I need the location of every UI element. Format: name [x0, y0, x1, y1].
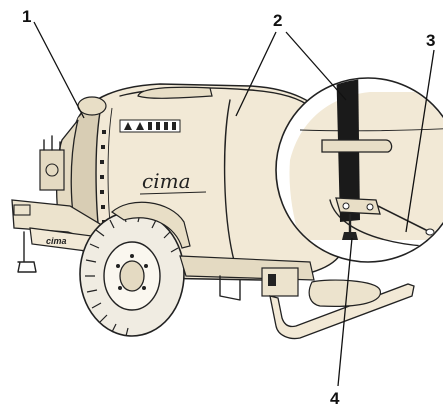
callout-4: 4 — [330, 389, 340, 408]
strap-rod — [377, 205, 431, 233]
leader-2a — [235, 31, 277, 117]
callout-1: 1 — [22, 7, 31, 26]
detail-magnifier — [275, 77, 443, 263]
callout-2: 2 — [273, 11, 282, 30]
leader-4 — [337, 237, 353, 387]
pump-assembly — [39, 135, 65, 191]
wheel-nuts — [116, 254, 148, 290]
tank-rear-dome — [223, 99, 237, 269]
wheel — [79, 201, 191, 337]
tank-brand-underline — [139, 191, 207, 195]
drawbar-frame: cima — [11, 199, 111, 273]
callout-leaders — [33, 21, 435, 387]
tank-filler-lid — [137, 86, 213, 99]
strap-bracket — [321, 139, 393, 153]
hub — [119, 260, 145, 292]
leader-1 — [33, 21, 85, 119]
warning-label-strip — [119, 119, 181, 133]
frame-brand: cima — [46, 236, 67, 246]
leader-3 — [405, 49, 435, 233]
chassis — [179, 255, 415, 340]
tank-brand: cima — [142, 169, 191, 193]
callout-3: 3 — [426, 31, 435, 50]
leader-2b — [285, 31, 347, 101]
fender — [111, 201, 191, 249]
